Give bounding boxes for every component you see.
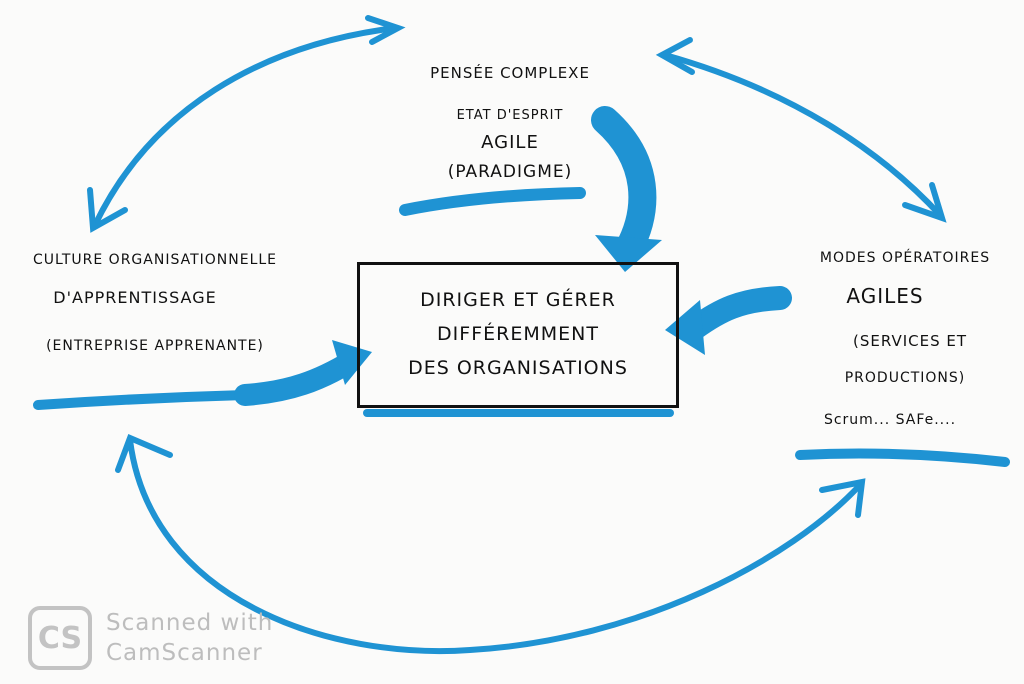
arrowhead	[819, 478, 866, 518]
underline-left	[33, 390, 250, 410]
underline-top	[399, 187, 586, 216]
arrowhead	[115, 434, 173, 473]
arrowhead-right-center	[665, 300, 705, 355]
right-line-4: productions)	[844, 370, 966, 386]
watermark-line-1: Scanned with	[106, 610, 274, 636]
arrowhead-left-center	[332, 340, 372, 385]
arrow-bottom	[127, 437, 863, 655]
arrow-top-to-right	[662, 52, 943, 218]
arrow-right-to-center	[683, 286, 792, 340]
center-line-3: des organisations	[408, 357, 628, 379]
watermark-line-2: CamScanner	[106, 640, 263, 666]
arrow-top-to-center	[591, 106, 657, 264]
arrowhead-top-center	[595, 235, 662, 272]
arrow-left-to-center	[234, 351, 361, 406]
left-heading: Culture organisationnelle	[32, 252, 278, 268]
right-line-5: Scrum... SAFe....	[823, 412, 957, 428]
center-box: Diriger et Gérer Différemment des organi…	[357, 262, 679, 408]
top-line-4: (Paradigme)	[447, 162, 573, 182]
underline-right	[795, 448, 1010, 467]
arrowhead	[902, 182, 947, 223]
left-line-2: d'apprentissage	[53, 288, 217, 307]
arrow-left-to-top	[92, 25, 398, 228]
arrowhead	[365, 15, 406, 45]
right-line-3: (Services et	[852, 332, 968, 350]
camscanner-logo-icon: CS	[28, 606, 92, 670]
right-heading: Modes opératoires	[819, 250, 991, 266]
arrowhead	[655, 37, 695, 75]
right-line-2: Agiles	[846, 284, 924, 308]
top-line-2: Etat d'esprit	[456, 108, 564, 123]
center-line-1: Diriger et Gérer	[420, 289, 616, 311]
top-line-3: Agile	[481, 132, 539, 153]
top-heading: Pensée complexe	[430, 64, 590, 82]
camscanner-watermark: CS Scanned with CamScanner	[28, 606, 273, 670]
arrowhead	[87, 187, 128, 233]
center-line-2: Différemment	[437, 323, 599, 345]
left-line-3: (Entreprise apprenante)	[46, 338, 264, 354]
